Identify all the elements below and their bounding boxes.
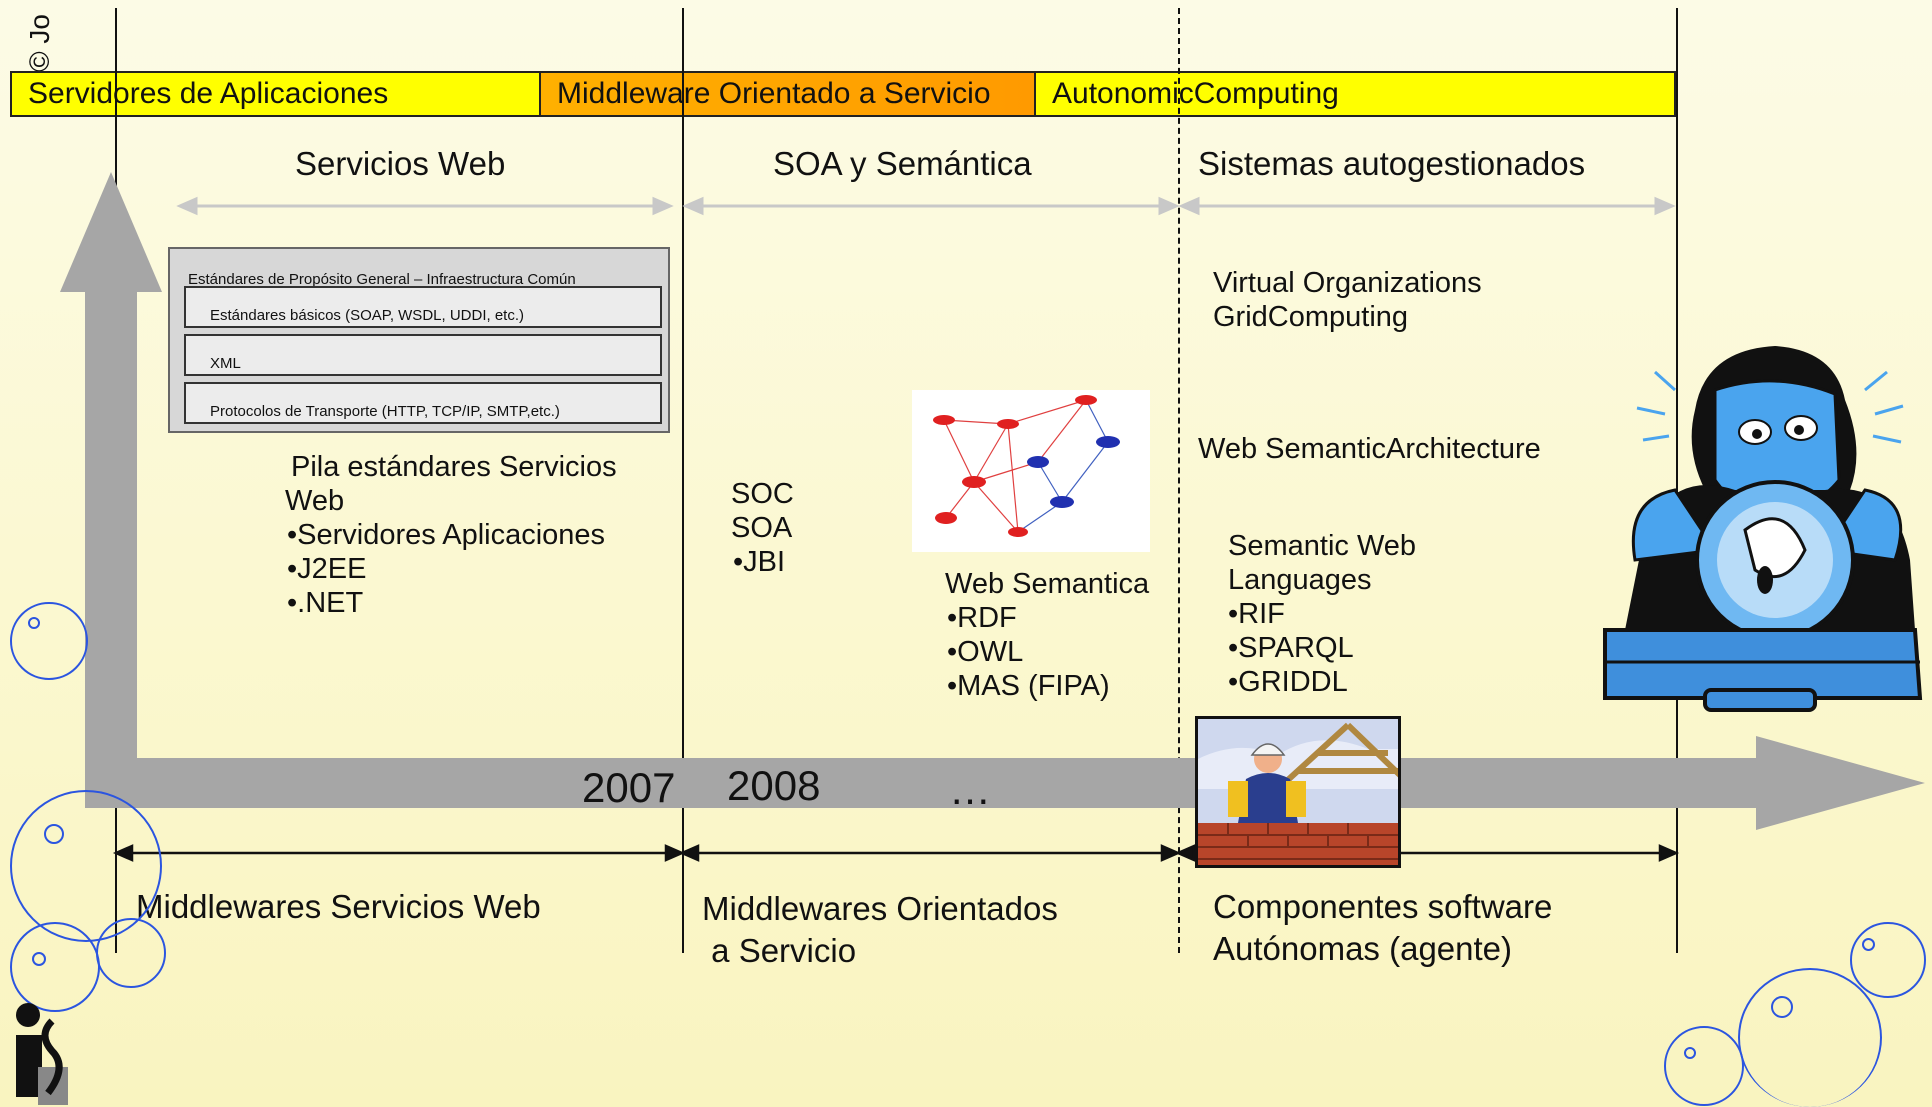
bullet-item: •RIF [1228, 598, 1285, 630]
section-title-web-services: Servicios Web [295, 145, 506, 182]
header-bar-label: AutonomicComputing [1052, 77, 1339, 110]
decorative-bubble [1862, 938, 1875, 951]
decorative-bubble [1738, 968, 1882, 1107]
logo-icon [16, 1003, 68, 1105]
divider-line [1676, 8, 1678, 953]
bullet-item: •J2EE [287, 553, 367, 585]
web-services-stack: Estándares de Propósito General – Infrae… [168, 247, 670, 433]
bottom-label-web-services-middleware: Middlewares Servicios Web [136, 888, 541, 925]
decorative-bubble [1850, 922, 1926, 998]
decorative-bubble [1684, 1047, 1696, 1059]
network-node [1008, 527, 1028, 537]
network-node [1027, 456, 1049, 468]
header-bar-middleware: Middleware Orientado a Servicio [539, 71, 1036, 117]
header-bar-label: Middleware Orientado a Servicio [557, 77, 991, 110]
network-node [1075, 395, 1097, 405]
bottom-label-soa-middleware: Middlewares Orientados a Servicio [702, 890, 1058, 969]
bottom-label-autonomous-components: Componentes software Autónomas (agente) [1213, 888, 1553, 967]
header-bar-label: Servidores de Aplicaciones [28, 77, 389, 110]
decorative-bubble [10, 922, 100, 1012]
network-node [933, 415, 955, 425]
section-title-soa: SOA y Semántica [773, 145, 1032, 182]
construction-worker-image [1195, 716, 1401, 868]
stack-layer: Estándares básicos (SOAP, WSDL, UDDI, et… [184, 286, 662, 328]
stack-layer: Protocolos de Transporte (HTTP, TCP/IP, … [184, 382, 662, 424]
decorative-bubble [32, 952, 46, 966]
soa-list: SOC SOA •JBI [731, 478, 794, 578]
bullet-item: •Servidores Aplicaciones [287, 519, 606, 551]
timeline-ellipsis: … [949, 766, 991, 813]
divider-line [682, 8, 684, 953]
timeline-arrow [85, 736, 1925, 830]
stack-layer: XML [184, 334, 662, 376]
bullet-item: •.NET [287, 587, 364, 619]
web-services-stack-label: Pila estándares Servicios Web •Servidore… [285, 451, 617, 619]
network-node [962, 476, 986, 488]
bullet-item: •MAS (FIPA) [947, 670, 1110, 702]
decorative-bubble [28, 617, 40, 629]
bullet-item: •RDF [947, 602, 1017, 634]
year-2008-label: 2008 [727, 762, 821, 809]
stack-caption: Estándares de Propósito General – Infrae… [188, 271, 576, 288]
divider-dashed-line [1178, 8, 1180, 953]
decorative-bubble [1771, 996, 1793, 1018]
web-semantic-architecture-label: Web SemanticArchitecture [1198, 433, 1541, 465]
decorative-bubble [44, 824, 64, 844]
header-bar-app-servers: Servidores de Aplicaciones [10, 71, 541, 117]
bullet-item: •GRIDDL [1228, 666, 1348, 698]
semantic-web-languages-list: Semantic Web Languages •RIF •SPARQL •GRI… [1228, 530, 1417, 698]
vertical-axis-arrow [60, 172, 162, 778]
section-title-autonomic: Sistemas autogestionados [1198, 145, 1586, 182]
bullet-item: •OWL [947, 636, 1024, 668]
year-2007-label: 2007 [582, 764, 676, 811]
virtual-organizations-label: Virtual Organizations GridComputing [1213, 267, 1482, 333]
network-node [1050, 496, 1074, 508]
decorative-bubble [1664, 1026, 1744, 1106]
network-node [935, 512, 957, 524]
decorative-bubble [96, 918, 166, 988]
semantic-web-list: Web Semantica •RDF •OWL •MAS (FIPA) [945, 568, 1150, 702]
header-bar-autonomic: AutonomicComputing [1034, 71, 1676, 117]
fortune-teller-image [1603, 346, 1923, 712]
semantic-network-image [912, 390, 1150, 552]
bullet-item: •SPARQL [1228, 632, 1354, 664]
decorative-bubble [10, 602, 88, 680]
network-node [997, 419, 1019, 429]
network-node [1096, 436, 1120, 448]
bullet-item: •JBI [733, 546, 786, 578]
